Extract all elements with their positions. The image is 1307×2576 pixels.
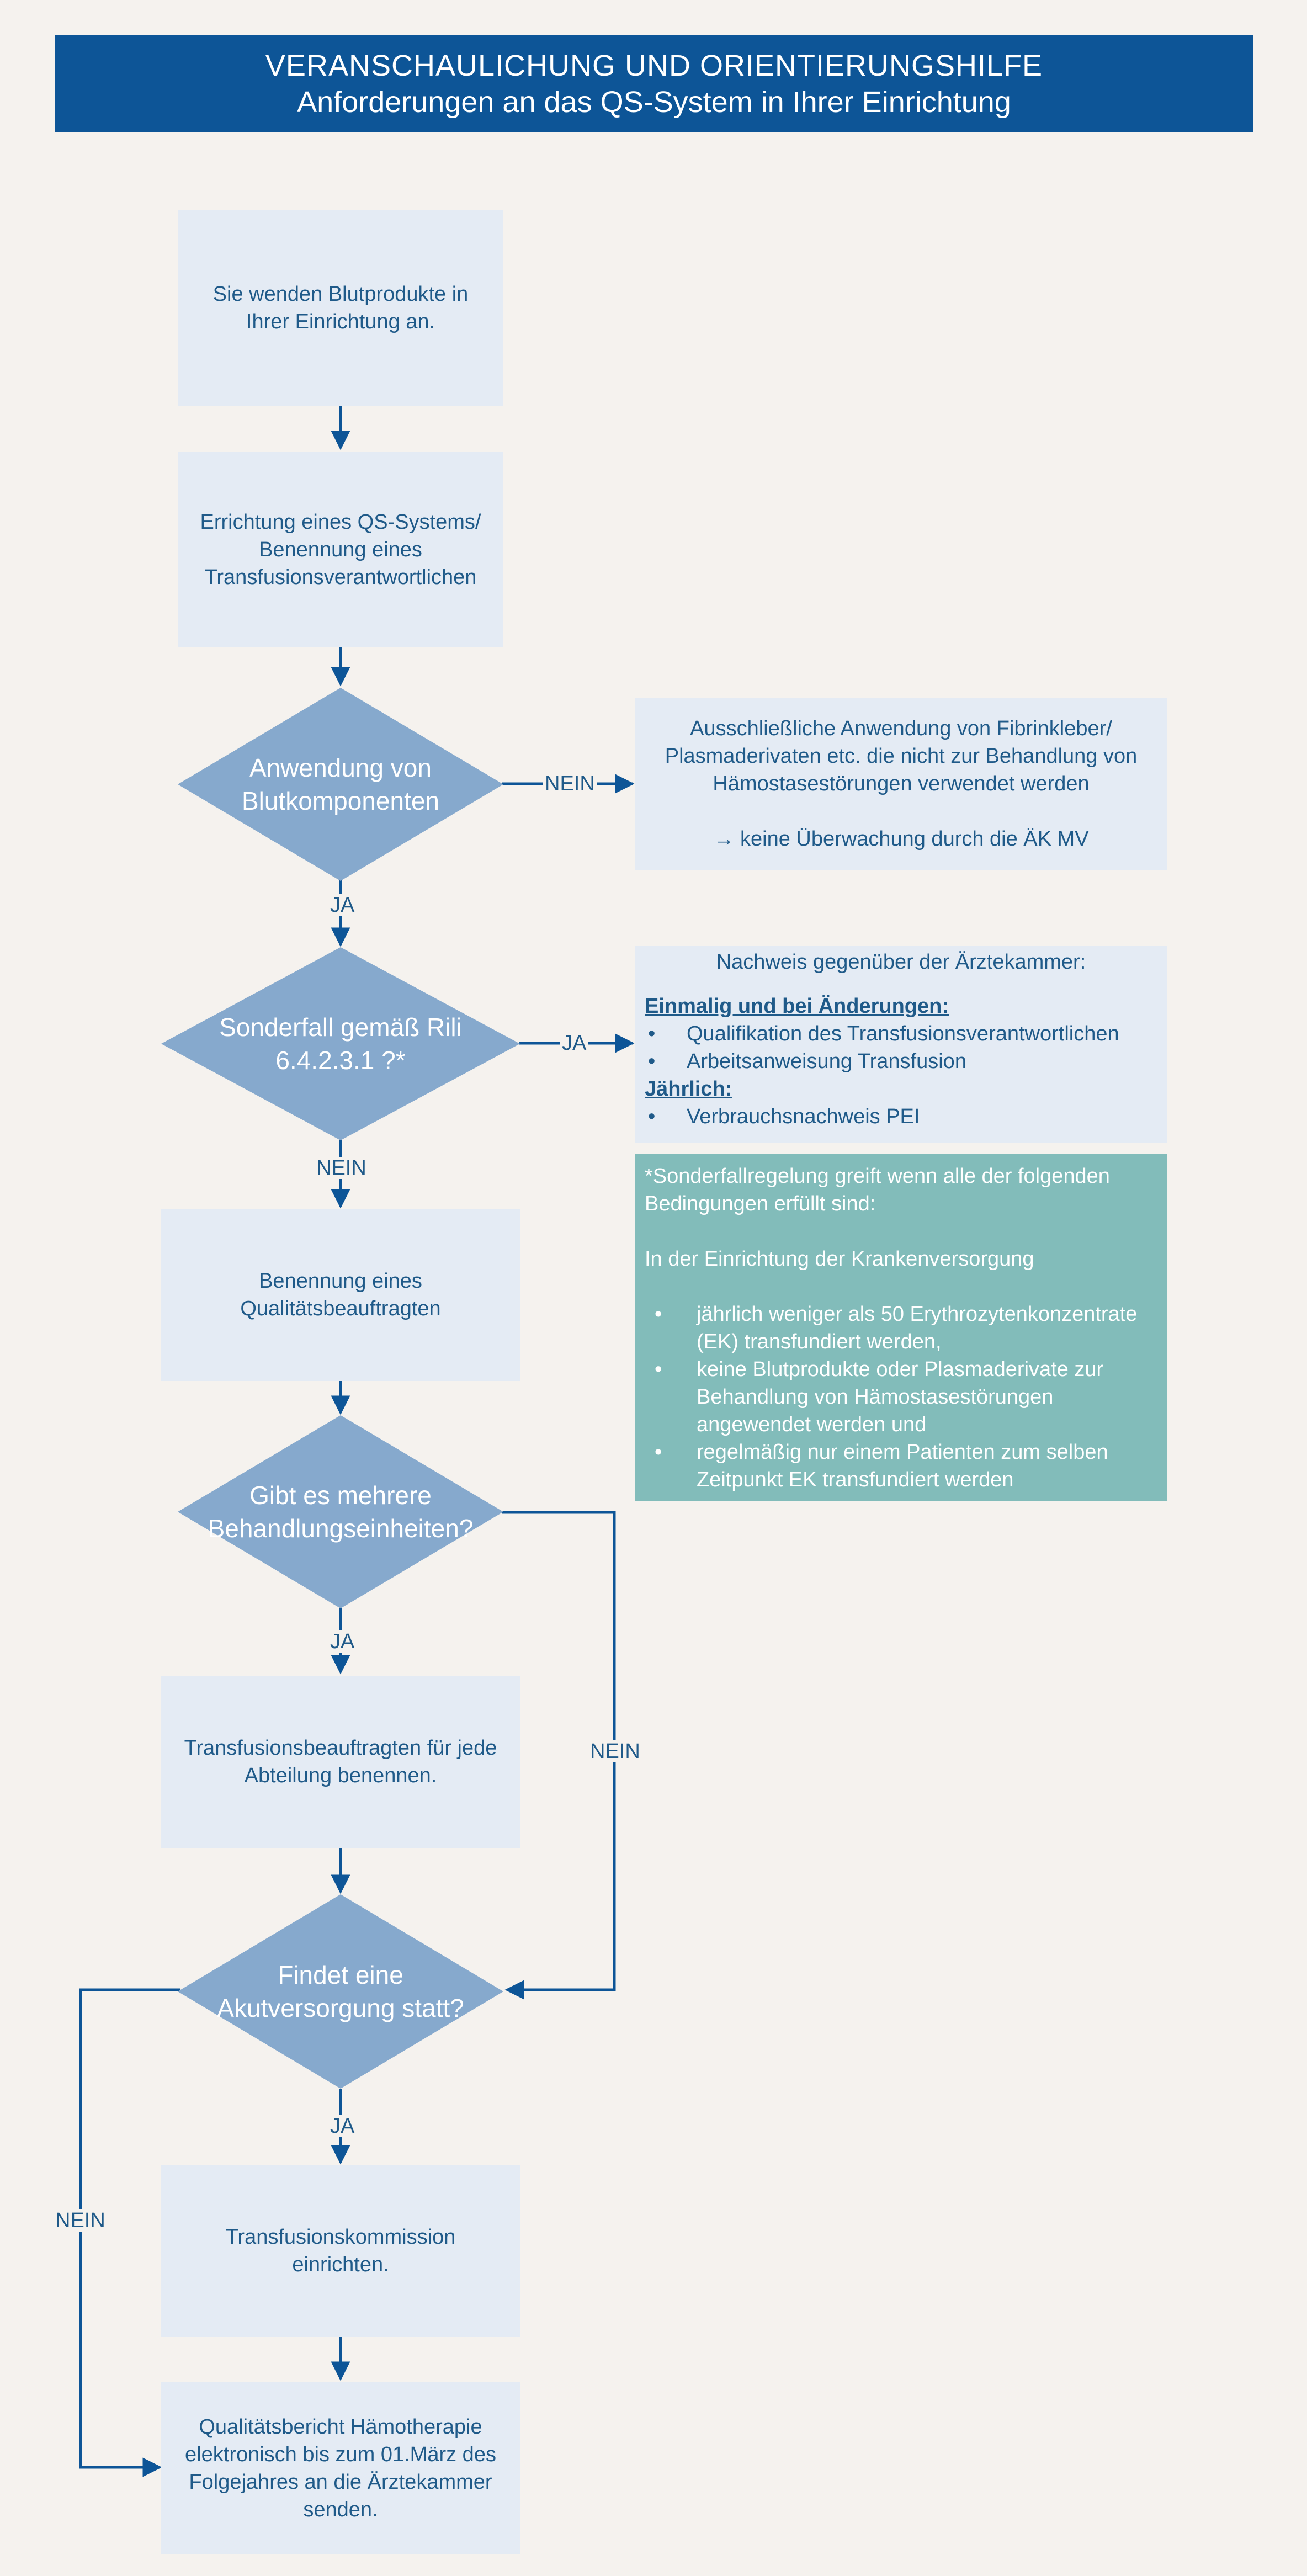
box-commission-line: Transfusionskommission bbox=[225, 2226, 456, 2249]
info-special-context: In der Einrichtung der Krankenversorgung bbox=[645, 1247, 1034, 1271]
box-transfusion-officers: Transfusionsbeauftragten für jede Abteil… bbox=[161, 1676, 520, 1848]
info-fibrin-line: Ausschließliche Anwendung von Fibrinkleb… bbox=[690, 717, 1112, 740]
box-transfusion-officers-line: Abteilung benennen. bbox=[244, 1764, 437, 1787]
info-special-item: jährlich weniger als 50 Erythrozytenkonz… bbox=[645, 1300, 1157, 1356]
box-qs-system: Errichtung eines QS-Systems/ Benennung e… bbox=[178, 452, 503, 647]
info-fibrin-note: → keine Überwachung durch die ÄK MV bbox=[713, 827, 1089, 851]
box-transfusion-officers-line: Transfusionsbeauftragten für jede bbox=[184, 1736, 497, 1760]
box-qs-system-line: Transfusionsverantwortlichen bbox=[204, 565, 477, 589]
box-report-line: Folgejahres an die Ärztekammer bbox=[189, 2471, 492, 2494]
label-special-no: NEIN bbox=[314, 1157, 369, 1179]
box-quality-officer-line: Qualitätsbeauftragten bbox=[240, 1297, 441, 1320]
info-proof-yearly-list: Verbrauchsnachweis PEI bbox=[645, 1103, 1157, 1130]
diamond-components-line: Anwendung von bbox=[249, 753, 432, 782]
info-proof-once-item: Qualifikation des Transfusionsverantwort… bbox=[645, 1020, 1157, 1048]
info-fibrin-line: Plasmaderivaten etc. die nicht zur Behan… bbox=[665, 745, 1138, 768]
info-special-case: *Sonderfallregelung greift wenn alle der… bbox=[635, 1154, 1167, 1501]
label-units-yes: JA bbox=[328, 1630, 357, 1653]
info-special-item-line: jährlich weniger als 50 Erythrozytenkonz… bbox=[697, 1303, 1138, 1326]
diamond-acute-line: Findet eine bbox=[278, 1961, 403, 1989]
label-special-yes: JA bbox=[560, 1032, 589, 1054]
box-qs-system-line: Errichtung eines QS-Systems/ bbox=[200, 510, 481, 534]
header-banner: VERANSCHAULICHUNG UND ORIENTIERUNGSHILFE… bbox=[55, 35, 1253, 132]
info-special-item-line: (EK) transfundiert werden, bbox=[697, 1330, 942, 1353]
info-proof-yearly-item: Verbrauchsnachweis PEI bbox=[645, 1103, 1157, 1130]
diamond-special-case: Sonderfall gemäß Rili 6.4.2.3.1 ?* bbox=[161, 947, 520, 1140]
label-acute-yes: JA bbox=[328, 2115, 357, 2137]
info-special-item-line: Zeitpunkt EK transfundiert werden bbox=[697, 1468, 1014, 1491]
box-quality-officer: Benennung eines Qualitätsbeauftragten bbox=[161, 1209, 520, 1381]
info-special-line: *Sonderfallregelung greift wenn alle der… bbox=[645, 1165, 1110, 1188]
info-proof-once-heading: Einmalig und bei Änderungen: bbox=[645, 995, 949, 1018]
info-special-item-line: Behandlung von Hämostasestörungen bbox=[697, 1385, 1054, 1409]
box-qs-system-line: Benennung eines bbox=[259, 538, 422, 561]
info-special-item: regelmäßig nur einem Patienten zum selbe… bbox=[645, 1438, 1157, 1494]
info-special-item-line: keine Blutprodukte oder Plasmaderivate z… bbox=[697, 1358, 1104, 1381]
box-report: Qualitätsbericht Hämotherapie elektronis… bbox=[161, 2382, 520, 2554]
page-title: VERANSCHAULICHUNG UND ORIENTIERUNGSHILFE bbox=[265, 49, 1043, 82]
info-special-item-line: angewendet werden und bbox=[697, 1413, 927, 1436]
label-units-no: NEIN bbox=[588, 1740, 642, 1762]
diamond-special-case-line: 6.4.2.3.1 ?* bbox=[275, 1046, 406, 1075]
info-special-line: Bedingungen erfüllt sind: bbox=[645, 1192, 876, 1215]
info-proof-title: Nachweis gegenüber der Ärztekammer: bbox=[716, 950, 1086, 974]
box-report-line: elektronisch bis zum 01.März des bbox=[185, 2443, 496, 2466]
diamond-acute: Findet eine Akutversorgung statt? bbox=[178, 1894, 503, 2089]
box-report-line: senden. bbox=[303, 2498, 378, 2521]
diamond-acute-line: Akutversorgung statt? bbox=[217, 1994, 464, 2022]
label-components-no: NEIN bbox=[543, 773, 597, 795]
info-special-item: keine Blutprodukte oder Plasmaderivate z… bbox=[645, 1356, 1157, 1438]
box-blood-products-line: Ihrer Einrichtung an. bbox=[246, 310, 435, 333]
page-subtitle: Anforderungen an das QS-System in Ihrer … bbox=[297, 86, 1011, 119]
info-special-spacer bbox=[645, 1273, 1157, 1300]
diamond-special-case-line: Sonderfall gemäß Rili bbox=[219, 1013, 462, 1042]
diamond-components-line: Blutkomponenten bbox=[241, 787, 440, 815]
diamond-components: Anwendung von Blutkomponenten bbox=[178, 688, 503, 881]
box-quality-officer-line: Benennung eines bbox=[259, 1270, 422, 1293]
box-commission-line: einrichten. bbox=[292, 2253, 389, 2276]
box-blood-products-line: Sie wenden Blutprodukte in bbox=[212, 282, 469, 306]
diamond-units-line: Gibt es mehrere bbox=[249, 1481, 432, 1510]
diamond-units: Gibt es mehrere Behandlungseinheiten? bbox=[178, 1415, 503, 1608]
info-proof-once-list: Qualifikation des Transfusionsverantwort… bbox=[645, 1020, 1157, 1075]
box-commission: Transfusionskommission einrichten. bbox=[161, 2165, 520, 2337]
info-fibrin: Ausschließliche Anwendung von Fibrinkleb… bbox=[635, 698, 1167, 870]
info-proof-once-item: Arbeitsanweisung Transfusion bbox=[645, 1048, 1157, 1075]
info-proof-yearly-heading: Jährlich: bbox=[645, 1077, 732, 1101]
box-blood-products: Sie wenden Blutprodukte in Ihrer Einrich… bbox=[178, 210, 503, 406]
label-components-yes: JA bbox=[328, 894, 357, 916]
label-acute-no: NEIN bbox=[53, 2209, 108, 2232]
info-special-list: jährlich weniger als 50 Erythrozytenkonz… bbox=[645, 1300, 1157, 1494]
info-proof: Nachweis gegenüber der Ärztekammer: Einm… bbox=[635, 946, 1167, 1143]
info-fibrin-line: Hämostasestörungen verwendet werden bbox=[713, 772, 1090, 795]
diamond-units-line: Behandlungseinheiten? bbox=[208, 1514, 474, 1543]
info-special-item-line: regelmäßig nur einem Patienten zum selbe… bbox=[697, 1441, 1108, 1464]
box-report-line: Qualitätsbericht Hämotherapie bbox=[199, 2415, 482, 2439]
info-special-spacer bbox=[645, 1218, 1157, 1245]
